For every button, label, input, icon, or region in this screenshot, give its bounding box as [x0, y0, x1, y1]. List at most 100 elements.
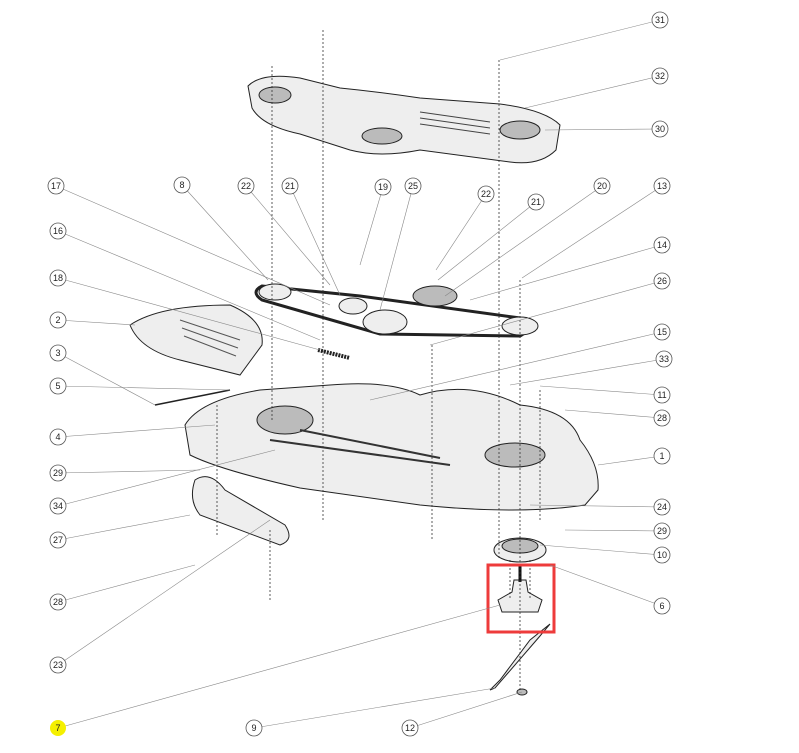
callout-label: 29	[657, 526, 667, 536]
callout-circle	[49, 464, 67, 482]
callout-circle	[173, 176, 191, 194]
callout-16[interactable]: 16	[49, 222, 67, 240]
callout-circle	[237, 177, 255, 195]
callout-3[interactable]: 3	[49, 344, 67, 362]
callout-21[interactable]: 21	[527, 193, 545, 211]
callout-label: 27	[53, 535, 63, 545]
callout-12[interactable]: 12	[401, 719, 419, 737]
leader-line	[409, 691, 523, 729]
callout-label: 26	[657, 276, 667, 286]
callout-circle	[49, 428, 67, 446]
leader-line	[597, 455, 663, 466]
callout-circle	[653, 522, 671, 540]
callout-9[interactable]: 9	[245, 719, 263, 737]
callout-21[interactable]: 21	[281, 177, 299, 195]
callout-28[interactable]: 28	[49, 593, 67, 611]
callout-circle	[477, 185, 495, 203]
callout-7[interactable]: 7	[50, 720, 66, 736]
callout-22[interactable]: 22	[477, 185, 495, 203]
callout-label: 20	[597, 181, 607, 191]
callout-26[interactable]: 26	[653, 272, 671, 290]
callout-label: 10	[657, 550, 667, 560]
callout-32[interactable]: 32	[651, 67, 669, 85]
callout-27[interactable]: 27	[49, 531, 67, 549]
callout-5[interactable]: 5	[49, 377, 67, 395]
callout-1[interactable]: 1	[653, 447, 671, 465]
leader-line	[499, 19, 661, 61]
callout-circle	[653, 272, 671, 290]
leader-line	[444, 185, 603, 297]
callout-label: 22	[481, 189, 491, 199]
leader-line	[469, 244, 663, 301]
callout-6[interactable]: 6	[653, 597, 671, 615]
callout-11[interactable]: 11	[653, 386, 671, 404]
callout-label: 29	[53, 468, 63, 478]
callout-20[interactable]: 20	[593, 177, 611, 195]
deck-baffle[interactable]	[191, 476, 290, 546]
callout-label: 13	[657, 181, 667, 191]
callout-circle	[653, 447, 671, 465]
leader-line	[57, 319, 136, 326]
callout-31[interactable]: 31	[651, 11, 669, 29]
callout-circle	[49, 377, 67, 395]
callout-label: 8	[179, 180, 184, 190]
pulley[interactable]	[258, 283, 292, 301]
callout-circle	[653, 386, 671, 404]
leader-line	[57, 385, 231, 391]
callout-circle	[653, 323, 671, 341]
callout-label: 33	[659, 354, 669, 364]
callout-14[interactable]: 14	[653, 236, 671, 254]
callout-circle	[401, 719, 419, 737]
leader-line	[539, 544, 663, 556]
leader-line	[57, 514, 191, 541]
callout-circle	[653, 409, 671, 427]
callout-4[interactable]: 4	[49, 428, 67, 446]
callout-8[interactable]: 8	[173, 176, 191, 194]
callout-label: 22	[241, 181, 251, 191]
callout-30[interactable]: 30	[651, 120, 669, 138]
callout-13[interactable]: 13	[653, 177, 671, 195]
callout-17[interactable]: 17	[47, 177, 65, 195]
callout-23[interactable]: 23	[49, 656, 67, 674]
callout-22[interactable]: 22	[237, 177, 255, 195]
callout-label: 25	[408, 181, 418, 191]
callout-label: 14	[657, 240, 667, 250]
callout-15[interactable]: 15	[653, 323, 671, 341]
callout-29[interactable]: 29	[49, 464, 67, 482]
callout-33[interactable]: 33	[655, 350, 673, 368]
callout-circle	[245, 719, 263, 737]
callout-2[interactable]: 2	[49, 311, 67, 329]
callout-24[interactable]: 24	[653, 498, 671, 516]
callout-29[interactable]: 29	[653, 522, 671, 540]
callout-circle	[49, 497, 67, 515]
leader-line	[245, 185, 331, 286]
callout-10[interactable]: 10	[653, 546, 671, 564]
leader-line	[369, 331, 663, 401]
callout-label: 21	[285, 181, 295, 191]
selection-box	[486, 563, 556, 634]
discharge-chute[interactable]	[129, 304, 263, 376]
callout-34[interactable]: 34	[49, 497, 67, 515]
leader-line	[564, 409, 663, 419]
callout-circle	[49, 531, 67, 549]
leader-line	[57, 277, 321, 351]
callout-circle	[653, 597, 671, 615]
leader-line	[57, 519, 271, 666]
callout-label: 9	[251, 723, 256, 733]
callout-circle	[651, 67, 669, 85]
callout-18[interactable]: 18	[49, 269, 67, 287]
callout-19[interactable]: 19	[374, 178, 392, 196]
callout-label: 32	[655, 71, 665, 81]
leader-line	[544, 128, 661, 131]
callout-circle	[527, 193, 545, 211]
callout-circle	[49, 656, 67, 674]
leader-line	[181, 184, 269, 281]
leader-line	[529, 504, 663, 508]
callout-label: 15	[657, 327, 667, 337]
callout-25[interactable]: 25	[404, 177, 422, 195]
callout-28[interactable]: 28	[653, 409, 671, 427]
callout-circle	[49, 344, 67, 362]
top-cover[interactable]	[247, 75, 561, 164]
idler-pulley[interactable]	[362, 309, 408, 335]
